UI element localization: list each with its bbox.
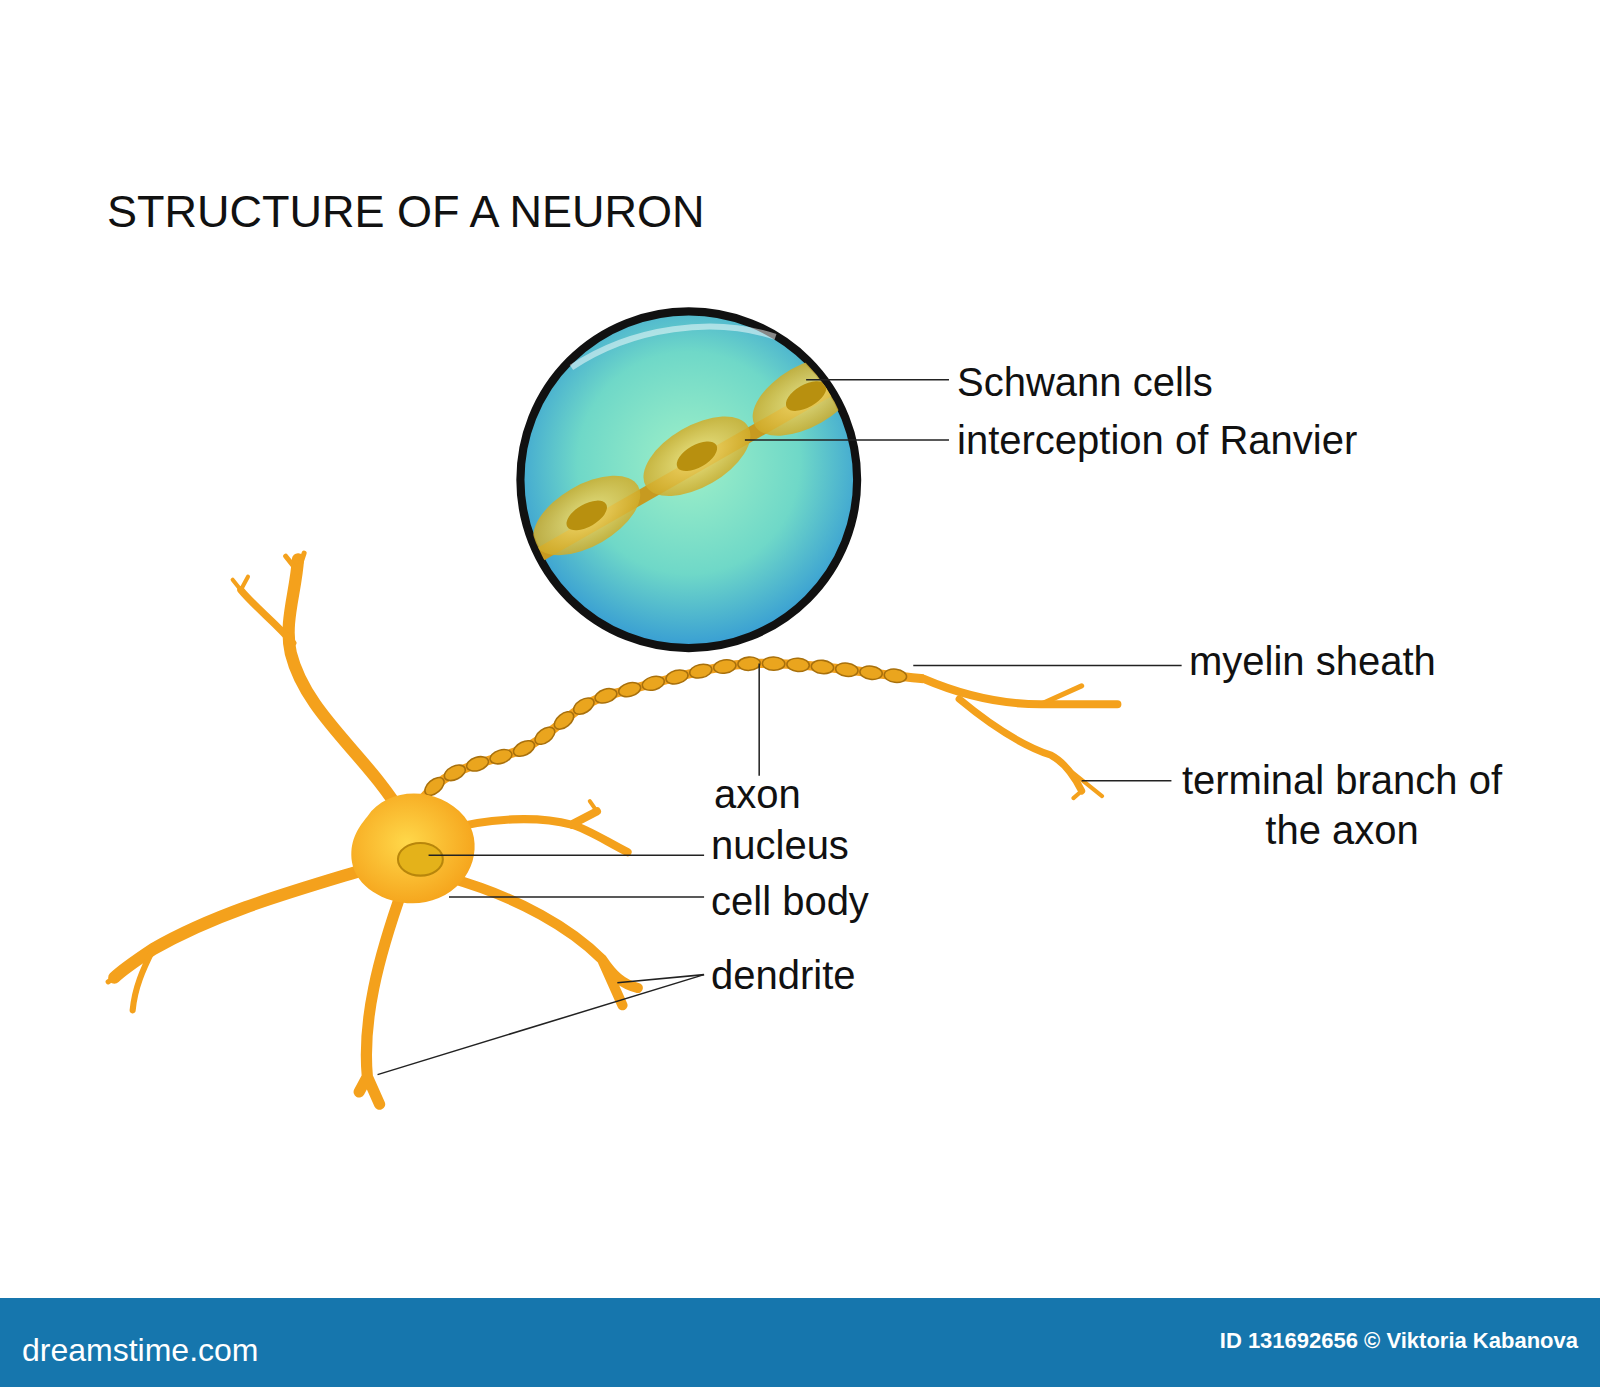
part-label: dendrite bbox=[711, 950, 856, 1000]
watermark: dreamstime.com bbox=[22, 1330, 259, 1370]
part-label: myelin sheath bbox=[1189, 636, 1436, 686]
part-label: cell body bbox=[711, 876, 869, 926]
part-label: Schwann cells bbox=[957, 357, 1213, 407]
myelin-segments bbox=[422, 656, 908, 798]
part-label: nucleus bbox=[711, 820, 849, 870]
magnifier-lens bbox=[520, 311, 857, 648]
nucleus bbox=[398, 843, 443, 876]
part-label: axon bbox=[714, 769, 801, 819]
schwann-cells bbox=[510, 340, 872, 572]
diagram-title: STRUCTURE OF A NEURON bbox=[107, 184, 705, 240]
part-label: terminal branch of the axon bbox=[1177, 755, 1507, 855]
cell-body bbox=[351, 794, 474, 904]
dendrites bbox=[108, 553, 638, 1104]
part-label: interception of Ranvier bbox=[957, 415, 1357, 465]
leader-lines bbox=[378, 380, 1182, 1075]
watermark: ID 131692656 © Viktoria Kabanova bbox=[1220, 1327, 1578, 1355]
